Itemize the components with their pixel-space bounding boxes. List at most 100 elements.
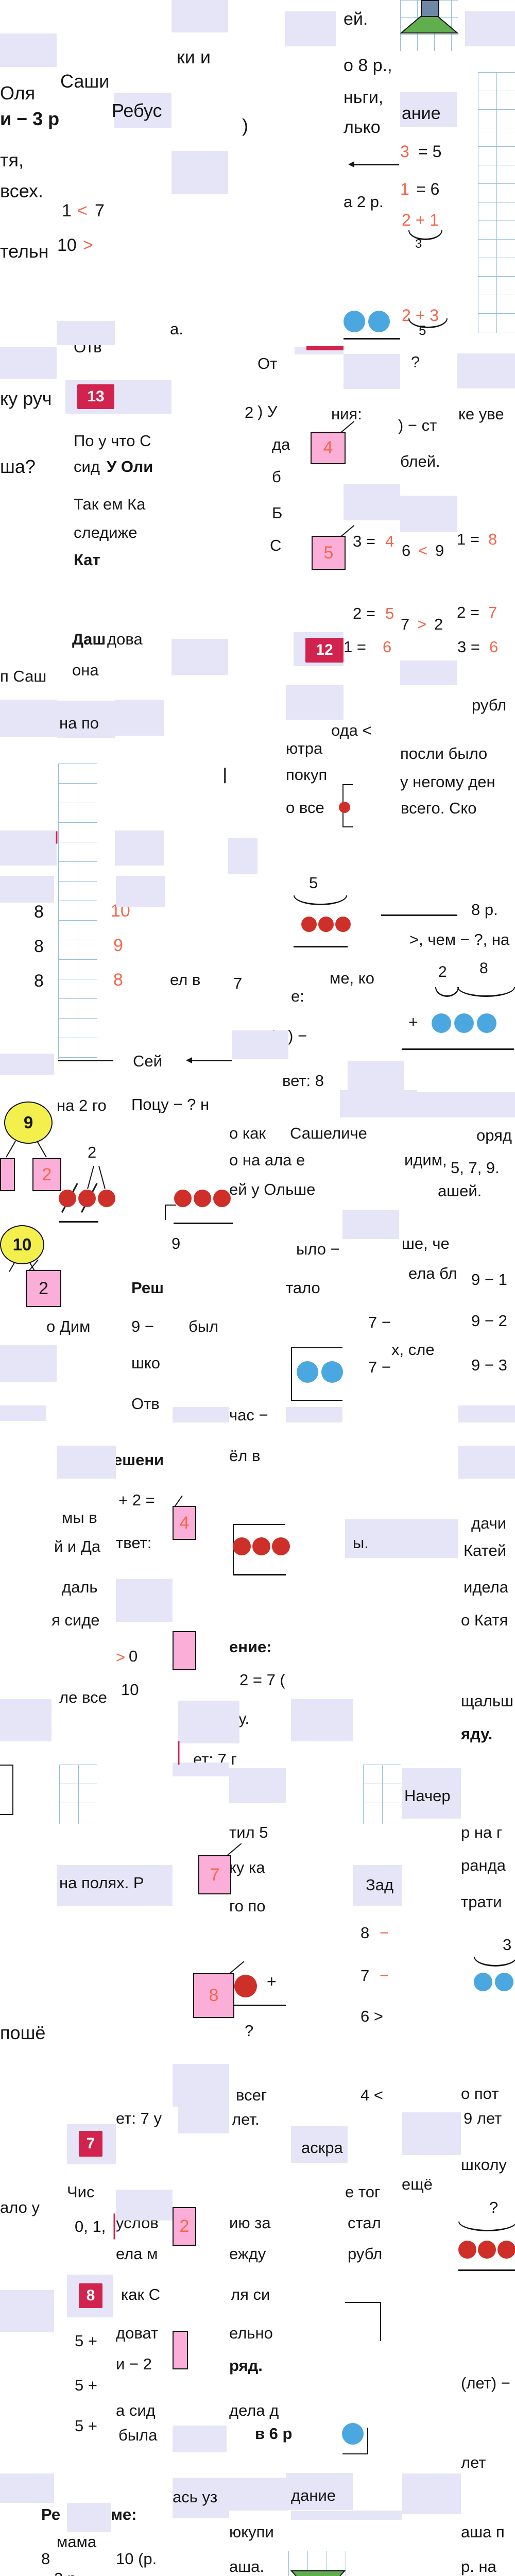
- text-fragment: яду.: [461, 1725, 493, 1743]
- text-fragment: дела д: [229, 2401, 279, 2419]
- text-fragment: 2: [438, 963, 447, 980]
- text-fragment: 8: [479, 960, 488, 977]
- brace-arc: [408, 318, 448, 328]
- red-dot: [213, 1190, 231, 1207]
- task-badge: 13: [77, 384, 114, 409]
- text-fragment: тельн: [0, 241, 49, 262]
- red-dot: [59, 1190, 76, 1207]
- red-dot: [272, 1537, 290, 1555]
- arrow-shaft: [192, 1060, 232, 1061]
- text-fragment: посли было: [400, 744, 488, 762]
- number-box: 5: [312, 536, 346, 570]
- task-badge: 12: [305, 638, 344, 663]
- text-fragment: Так ем Ка: [74, 495, 146, 513]
- grid-paper: [58, 764, 97, 1059]
- blue-dot: [432, 1013, 451, 1033]
- text-fragment: ряд.: [229, 2357, 263, 2375]
- text-fragment: ельно: [229, 2324, 273, 2342]
- placeholder-box: [353, 1865, 402, 1906]
- red-dot: [98, 1190, 115, 1207]
- red-dot: [78, 1190, 96, 1207]
- text-fragment: б: [272, 468, 281, 486]
- text-fragment: ?: [489, 2198, 499, 2216]
- text-fragment: юкупи: [229, 2523, 274, 2541]
- placeholder-box: [465, 11, 515, 46]
- text-fragment: е:: [291, 987, 304, 1005]
- text-fragment: ме, ко: [330, 969, 374, 987]
- text-fragment: лет: [461, 2453, 486, 2471]
- text-fragment: аша п: [461, 2523, 505, 2541]
- text-fragment: 5 +: [75, 2376, 97, 2394]
- blue-dot: [495, 1973, 513, 1991]
- text-fragment: ало у: [0, 2198, 40, 2216]
- placeholder-box: [173, 1407, 229, 1422]
- text-fragment: ке уве: [458, 405, 504, 423]
- text-fragment: ша?: [0, 456, 36, 477]
- text-fragment: ела бл: [408, 1264, 457, 1282]
- placeholder-box: [0, 2473, 54, 2503]
- placeholder-box: [229, 1768, 286, 1803]
- text-fragment: >: [116, 1648, 126, 1666]
- red-mark-line: [306, 346, 344, 350]
- text-fragment: 2 + 1: [402, 211, 439, 229]
- red-mark-line: [56, 831, 58, 844]
- rule-line: [344, 338, 400, 340]
- blue-dot: [477, 1013, 496, 1033]
- rule-line: [224, 768, 226, 784]
- dot-group: [339, 802, 350, 813]
- text-fragment: ля си: [231, 2285, 270, 2303]
- text-fragment: Поцу − ? н: [131, 1095, 210, 1113]
- placeholder-box: [171, 151, 228, 194]
- text-fragment: сид: [74, 457, 100, 476]
- grid-paper: [363, 1765, 401, 1824]
- text-fragment: ) У: [258, 402, 278, 420]
- text-fragment: С: [270, 536, 282, 554]
- text-fragment: ы.: [353, 1534, 369, 1552]
- text-fragment: >: [83, 235, 93, 255]
- red-dot: [458, 2241, 476, 2259]
- placeholder-box: [402, 1768, 461, 1819]
- text-fragment: Зад: [366, 1876, 394, 1894]
- task-badge: 8: [79, 2283, 102, 2308]
- text-fragment: ку руч: [0, 388, 52, 409]
- text-fragment: рубл: [348, 2245, 383, 2263]
- brace-arc: [474, 1957, 515, 1967]
- text-fragment: 10: [121, 1681, 139, 1699]
- placeholder-box: [400, 660, 457, 685]
- rule-line: [381, 914, 457, 916]
- red-dot: [234, 1975, 257, 1997]
- text-fragment: о Катя: [461, 1611, 508, 1629]
- text-fragment: 6: [489, 638, 499, 656]
- text-fragment: тало: [286, 1279, 320, 1297]
- text-fragment: р. на: [461, 2557, 496, 2575]
- placeholder-box: [0, 1405, 46, 1421]
- text-fragment: х, сле: [391, 1341, 435, 1359]
- text-fragment: ежду: [229, 2245, 266, 2263]
- text-fragment: 9: [171, 1234, 181, 1252]
- text-fragment: <: [418, 541, 428, 560]
- text-fragment: ) − ст: [398, 416, 437, 434]
- grid-paper: [59, 1765, 97, 1824]
- blue-dot: [297, 1361, 318, 1383]
- dot-group: [458, 2241, 515, 2259]
- text-fragment: ки и: [177, 46, 211, 67]
- text-fragment: ет: 7 у: [116, 2109, 162, 2127]
- placeholder-box: [0, 876, 54, 903]
- text-fragment: 2: [434, 615, 443, 633]
- rule-line: [6, 1141, 16, 1158]
- text-fragment: блей.: [400, 452, 440, 470]
- placeholder-box: [0, 33, 57, 67]
- rule-line: [58, 1060, 113, 1061]
- placeholder-box: [344, 484, 400, 520]
- placeholder-box: [457, 353, 515, 388]
- text-fragment: 3: [400, 142, 409, 161]
- rule-line: [98, 1165, 106, 1189]
- placeholder-box: [458, 1405, 515, 1422]
- text-fragment: 2: [245, 403, 254, 421]
- text-fragment: ение:: [229, 1638, 272, 1656]
- text-fragment: в 6 р: [255, 2425, 293, 2443]
- text-fragment: 1: [62, 201, 72, 221]
- text-fragment: 7 −: [368, 1358, 391, 1376]
- text-fragment: на по: [59, 714, 99, 732]
